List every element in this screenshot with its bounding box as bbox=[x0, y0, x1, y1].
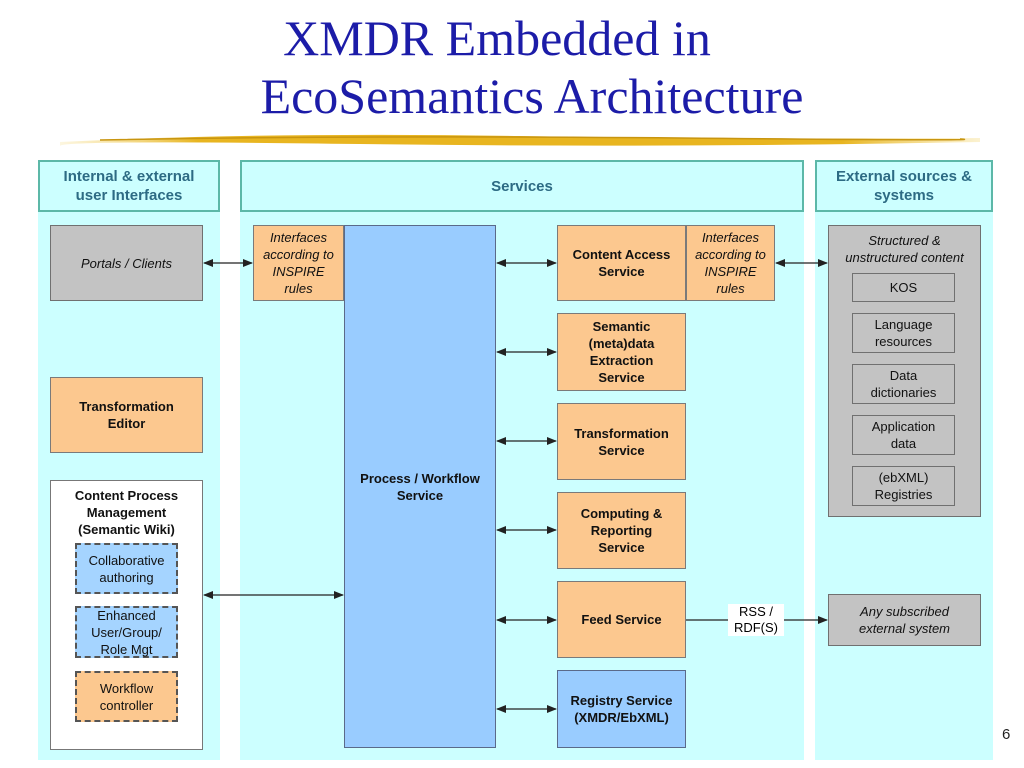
collaborative-authoring-box: Collaborative authoring bbox=[75, 543, 178, 594]
workflow-controller-box: Workflow controller bbox=[75, 671, 178, 722]
right-column-header: External sources & systems bbox=[815, 160, 993, 212]
inspire-interfaces-left-box: Interfaces according to INSPIRE rules bbox=[253, 225, 344, 301]
registry-service-box: Registry Service (XMDR/EbXML) bbox=[557, 670, 686, 748]
transformation-service-box: Transformation Service bbox=[557, 403, 686, 480]
slide-title-line2: EcoSemantics Architecture bbox=[260, 68, 804, 124]
content-access-service-box: Content Access Service bbox=[557, 225, 686, 301]
process-workflow-service-box: Process / Workflow Service bbox=[344, 225, 496, 748]
center-column-header: Services bbox=[240, 160, 804, 212]
language-resources-box: Language resources bbox=[852, 313, 955, 353]
semantic-extraction-service-box: Semantic (meta)data Extraction Service bbox=[557, 313, 686, 391]
enhanced-role-mgt-box: Enhanced User/Group/ Role Mgt bbox=[75, 606, 178, 658]
data-dictionaries-box: Data dictionaries bbox=[852, 364, 955, 404]
portals-clients-box: Portals / Clients bbox=[50, 225, 203, 301]
subscribed-external-system-box: Any subscribed external system bbox=[828, 594, 981, 646]
inspire-interfaces-right-box: Interfaces according to INSPIRE rules bbox=[686, 225, 775, 301]
ebxml-registries-box: (ebXML) Registries bbox=[852, 466, 955, 506]
feed-service-box: Feed Service bbox=[557, 581, 686, 658]
rss-rdf-label: RSS / RDF(S) bbox=[728, 604, 784, 636]
left-column-header: Internal & external user Interfaces bbox=[38, 160, 220, 212]
kos-box: KOS bbox=[852, 273, 955, 302]
title-underline-rule bbox=[60, 134, 980, 146]
slide-title-line1: XMDR Embedded in bbox=[283, 10, 711, 66]
computing-reporting-service-box: Computing & Reporting Service bbox=[557, 492, 686, 569]
transformation-editor-box: Transformation Editor bbox=[50, 377, 203, 453]
application-data-box: Application data bbox=[852, 415, 955, 455]
page-number: 6 bbox=[1002, 726, 1011, 743]
